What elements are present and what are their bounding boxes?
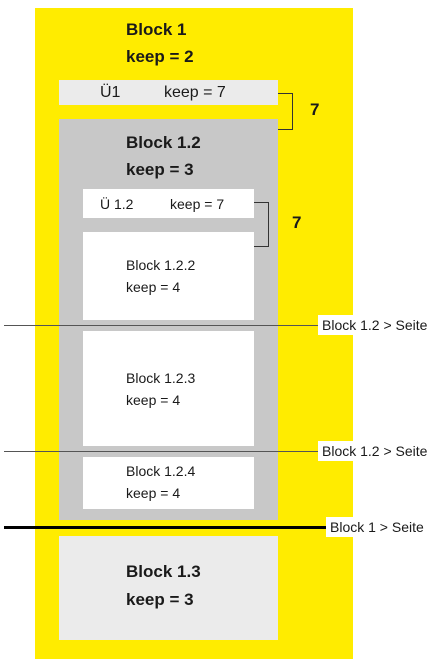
heading-u1	[59, 80, 278, 105]
block-1-2-3-title: Block 1.2.3	[126, 370, 196, 386]
block-1-3-title: Block 1.3	[126, 562, 201, 581]
block-1-2-4	[83, 457, 254, 509]
block-1-title: Block 1	[126, 20, 187, 39]
page-break-label-3: Block 1 > Seite	[326, 517, 428, 537]
block-1-3	[59, 536, 278, 640]
block-1-2-3-keep: keep = 4	[126, 392, 181, 408]
block-1-2-title: Block 1.2	[126, 133, 201, 152]
block-1-2-2-keep: keep = 4	[126, 279, 181, 295]
page-break-label-2: Block 1.2 > Seite	[318, 441, 432, 461]
heading-u1-2-keep: keep = 7	[170, 196, 225, 212]
block-1-2-keep: keep = 3	[126, 160, 194, 179]
page-break-label-1: Block 1.2 > Seite	[318, 315, 432, 335]
bracket-u1-value: 7	[310, 100, 320, 119]
heading-u1-2-title: Ü 1.2	[100, 196, 134, 212]
block-1-3-keep: keep = 3	[126, 590, 194, 609]
block-1-2-4-title: Block 1.2.4	[126, 463, 196, 479]
page-break-line-1	[4, 325, 324, 326]
heading-u1-2	[83, 189, 254, 218]
heading-u1-keep: keep = 7	[164, 84, 226, 101]
bracket-u1-2-value: 7	[292, 213, 302, 232]
heading-u1-title: Ü1	[100, 84, 121, 101]
bracket-u1	[278, 93, 293, 130]
block-1-2-3	[83, 331, 254, 446]
bracket-u1-2	[254, 202, 269, 247]
block-1-2-4-keep: keep = 4	[126, 485, 181, 501]
page-break-line-3	[4, 526, 328, 529]
block-1-keep: keep = 2	[126, 47, 194, 66]
page-break-line-2	[4, 451, 324, 452]
block-1-2-2-title: Block 1.2.2	[126, 257, 196, 273]
block-1-2-2	[83, 232, 254, 320]
